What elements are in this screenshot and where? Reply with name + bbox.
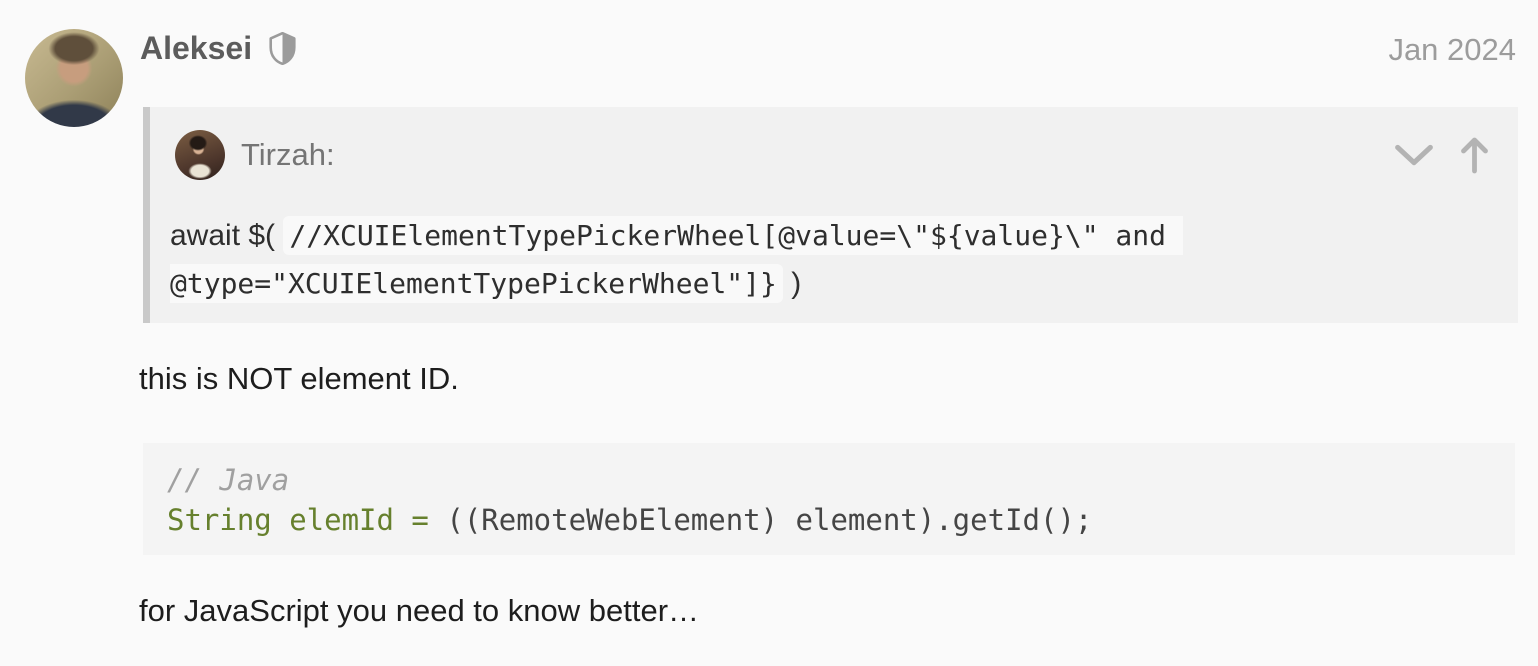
quote-author-avatar[interactable] — [175, 130, 225, 180]
code-statement-line: String elemId = ((RemoteWebElement) elem… — [167, 500, 1491, 540]
quote-author-name: Tirzah: — [241, 137, 335, 172]
quote-body: await $( //XCUIElementTypePickerWheel[@v… — [150, 212, 1518, 308]
code-comment-line: // Java — [167, 460, 1491, 500]
post-header: Aleksei — [140, 30, 297, 67]
quoted-post: Tirzah: await $( //XCUIElementTypePicker… — [143, 107, 1518, 323]
paragraph-1: this is NOT element ID. — [139, 361, 459, 396]
arrow-up-icon[interactable] — [1459, 135, 1490, 175]
chevron-down-icon[interactable] — [1393, 143, 1435, 167]
quote-text-after: ) — [782, 267, 802, 300]
code-comment: // Java — [167, 463, 290, 497]
author-name[interactable]: Aleksei — [140, 30, 253, 66]
shield-icon — [269, 32, 296, 65]
code-statement: ((RemoteWebElement) element).getId(); — [446, 503, 1093, 537]
quote-text-before: await $( — [170, 219, 284, 252]
quote-inline-code: //XCUIElementTypePickerWheel[@value=\"${… — [170, 216, 1183, 303]
code-keyword: String elemId = — [167, 503, 447, 537]
quote-controls — [1393, 135, 1490, 175]
post-date[interactable]: Jan 2024 — [1388, 32, 1516, 67]
quote-header: Tirzah: — [150, 107, 1518, 180]
paragraph-2: for JavaScript you need to know better… — [139, 593, 700, 628]
author-avatar[interactable] — [25, 29, 123, 127]
